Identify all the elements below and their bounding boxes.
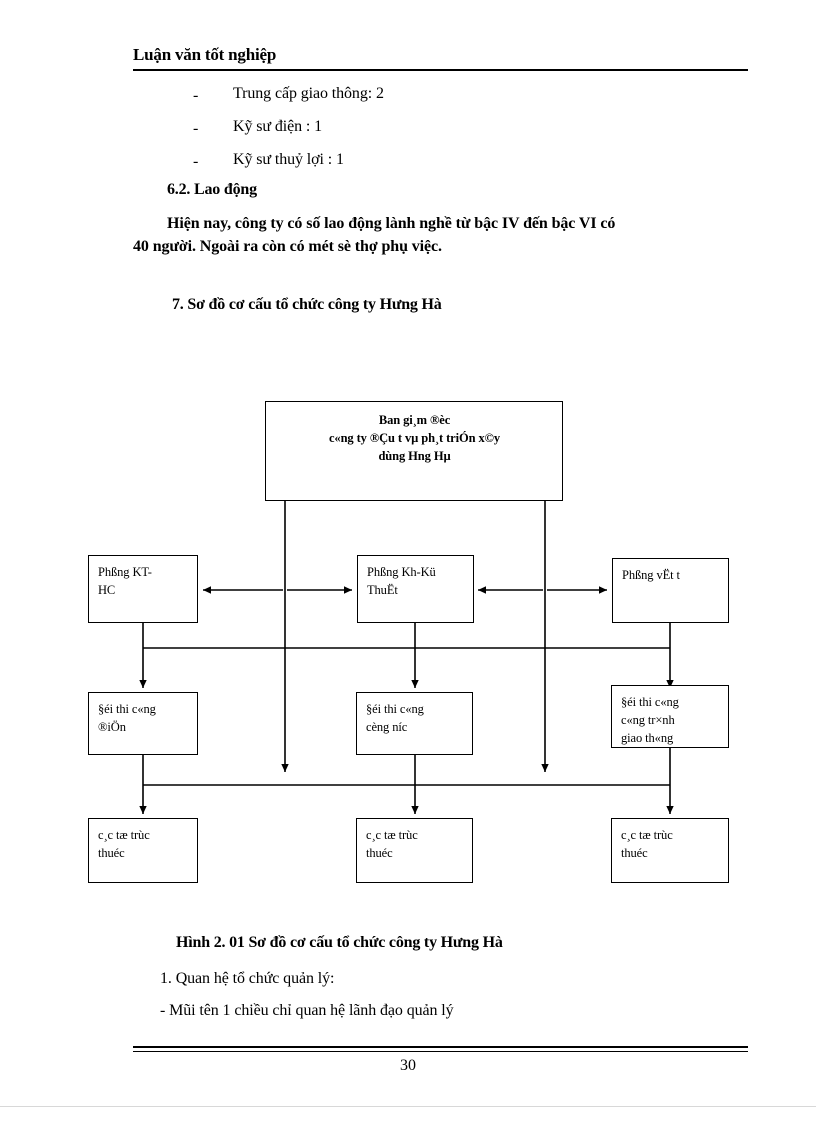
- org-node-board-of-directors: Ban gi¸m ®èc c«ng ty ®Çu t vµ ph¸t triÓn…: [265, 401, 563, 501]
- org-node-unit-center: c¸c tæ trùc thuéc: [356, 818, 473, 883]
- bullet-dash-2: -: [193, 120, 199, 137]
- org-node-unit-right-line-1: c¸c tæ trùc: [621, 828, 673, 842]
- bullet-dash-3: -: [193, 153, 199, 170]
- org-node-team-giao-thong-line-3: giao th«ng: [621, 731, 674, 746]
- bullet-item-1: Trung cấp giao thông: 2: [233, 85, 384, 102]
- org-node-unit-left: c¸c tæ trùc thuéc: [88, 818, 198, 883]
- org-node-dept-kh-kt-line-2: ThuËt: [367, 583, 398, 598]
- page-number: 30: [400, 1057, 416, 1074]
- heading-7: 7. Sơ đồ cơ cấu tổ chức công ty Hưng Hà: [172, 296, 442, 313]
- paragraph-line-1: Hiện nay, công ty có số lao động lành ng…: [167, 215, 616, 232]
- org-node-unit-left-line-2: thuéc: [98, 846, 125, 861]
- org-node-team-cong-nuoc-line-2: cèng níc: [366, 720, 408, 735]
- org-node-dept-vat-tu-line-1: Phßng vËt t: [622, 568, 680, 582]
- bullet-dash-1: -: [193, 87, 199, 104]
- org-node-dept-kt-hc-line-2: HC: [98, 583, 116, 598]
- footer-rule-bottom: [133, 1051, 748, 1052]
- org-node-team-giao-thong: §éi thi c«ng c«ng tr×nh giao th«ng: [611, 685, 729, 748]
- footer-rule-top: [133, 1046, 748, 1048]
- figure-note-1: 1. Quan hệ tổ chức quản lý:: [160, 970, 335, 987]
- org-node-unit-center-line-2: thuéc: [366, 846, 393, 861]
- bullet-item-2: Kỹ sư điện : 1: [233, 118, 323, 135]
- org-node-team-cong-nuoc: §éi thi c«ng cèng níc: [356, 692, 473, 755]
- org-node-unit-right: c¸c tæ trùc thuéc: [611, 818, 729, 883]
- org-node-team-cong-nuoc-line-1: §éi thi c«ng: [366, 702, 424, 716]
- org-node-unit-left-line-1: c¸c tæ trùc: [98, 828, 150, 842]
- org-node-dept-vat-tu: Phßng vËt t: [612, 558, 729, 623]
- running-header-title: Luận văn tốt nghiệp: [133, 45, 277, 64]
- header-rule: [133, 69, 748, 71]
- page-bottom-edge: [0, 1106, 816, 1107]
- paragraph-line-2: 40 người. Ngoài ra còn có mét sè thợ phụ…: [133, 238, 442, 255]
- bullet-item-3: Kỹ sư thuỷ lợi : 1: [233, 151, 344, 168]
- org-node-board-line-1: Ban gi¸m ®èc: [378, 413, 451, 427]
- org-node-team-giao-thong-line-1: §éi thi c«ng: [621, 695, 679, 709]
- org-node-unit-right-line-2: thuéc: [621, 846, 648, 861]
- org-node-team-dien: §éi thi c«ng ®iÖn: [88, 692, 198, 755]
- org-node-team-giao-thong-line-2: c«ng tr×nh: [621, 713, 675, 728]
- figure-note-2: - Mũi tên 1 chiều chỉ quan hệ lãnh đạo q…: [160, 1002, 454, 1019]
- org-node-team-dien-line-1: §éi thi c«ng: [98, 702, 156, 716]
- org-node-dept-kh-kt-line-1: Phßng Kh-Kü: [367, 565, 436, 579]
- figure-caption: Hình 2. 01 Sơ đồ cơ cấu tổ chức công ty …: [176, 934, 503, 951]
- org-node-board-line-3: dùng Hng Hµ: [378, 449, 451, 464]
- org-node-dept-kh-kt: Phßng Kh-Kü ThuËt: [357, 555, 474, 623]
- org-node-dept-kt-hc: Phßng KT- HC: [88, 555, 198, 623]
- heading-6-2: 6.2. Lao động: [167, 181, 257, 198]
- org-node-dept-kt-hc-line-1: Phßng KT-: [98, 565, 152, 579]
- org-node-unit-center-line-1: c¸c tæ trùc: [366, 828, 418, 842]
- org-node-board-line-2: c«ng ty ®Çu t vµ ph¸t triÓn x©y: [328, 431, 501, 446]
- org-node-team-dien-line-2: ®iÖn: [98, 720, 126, 735]
